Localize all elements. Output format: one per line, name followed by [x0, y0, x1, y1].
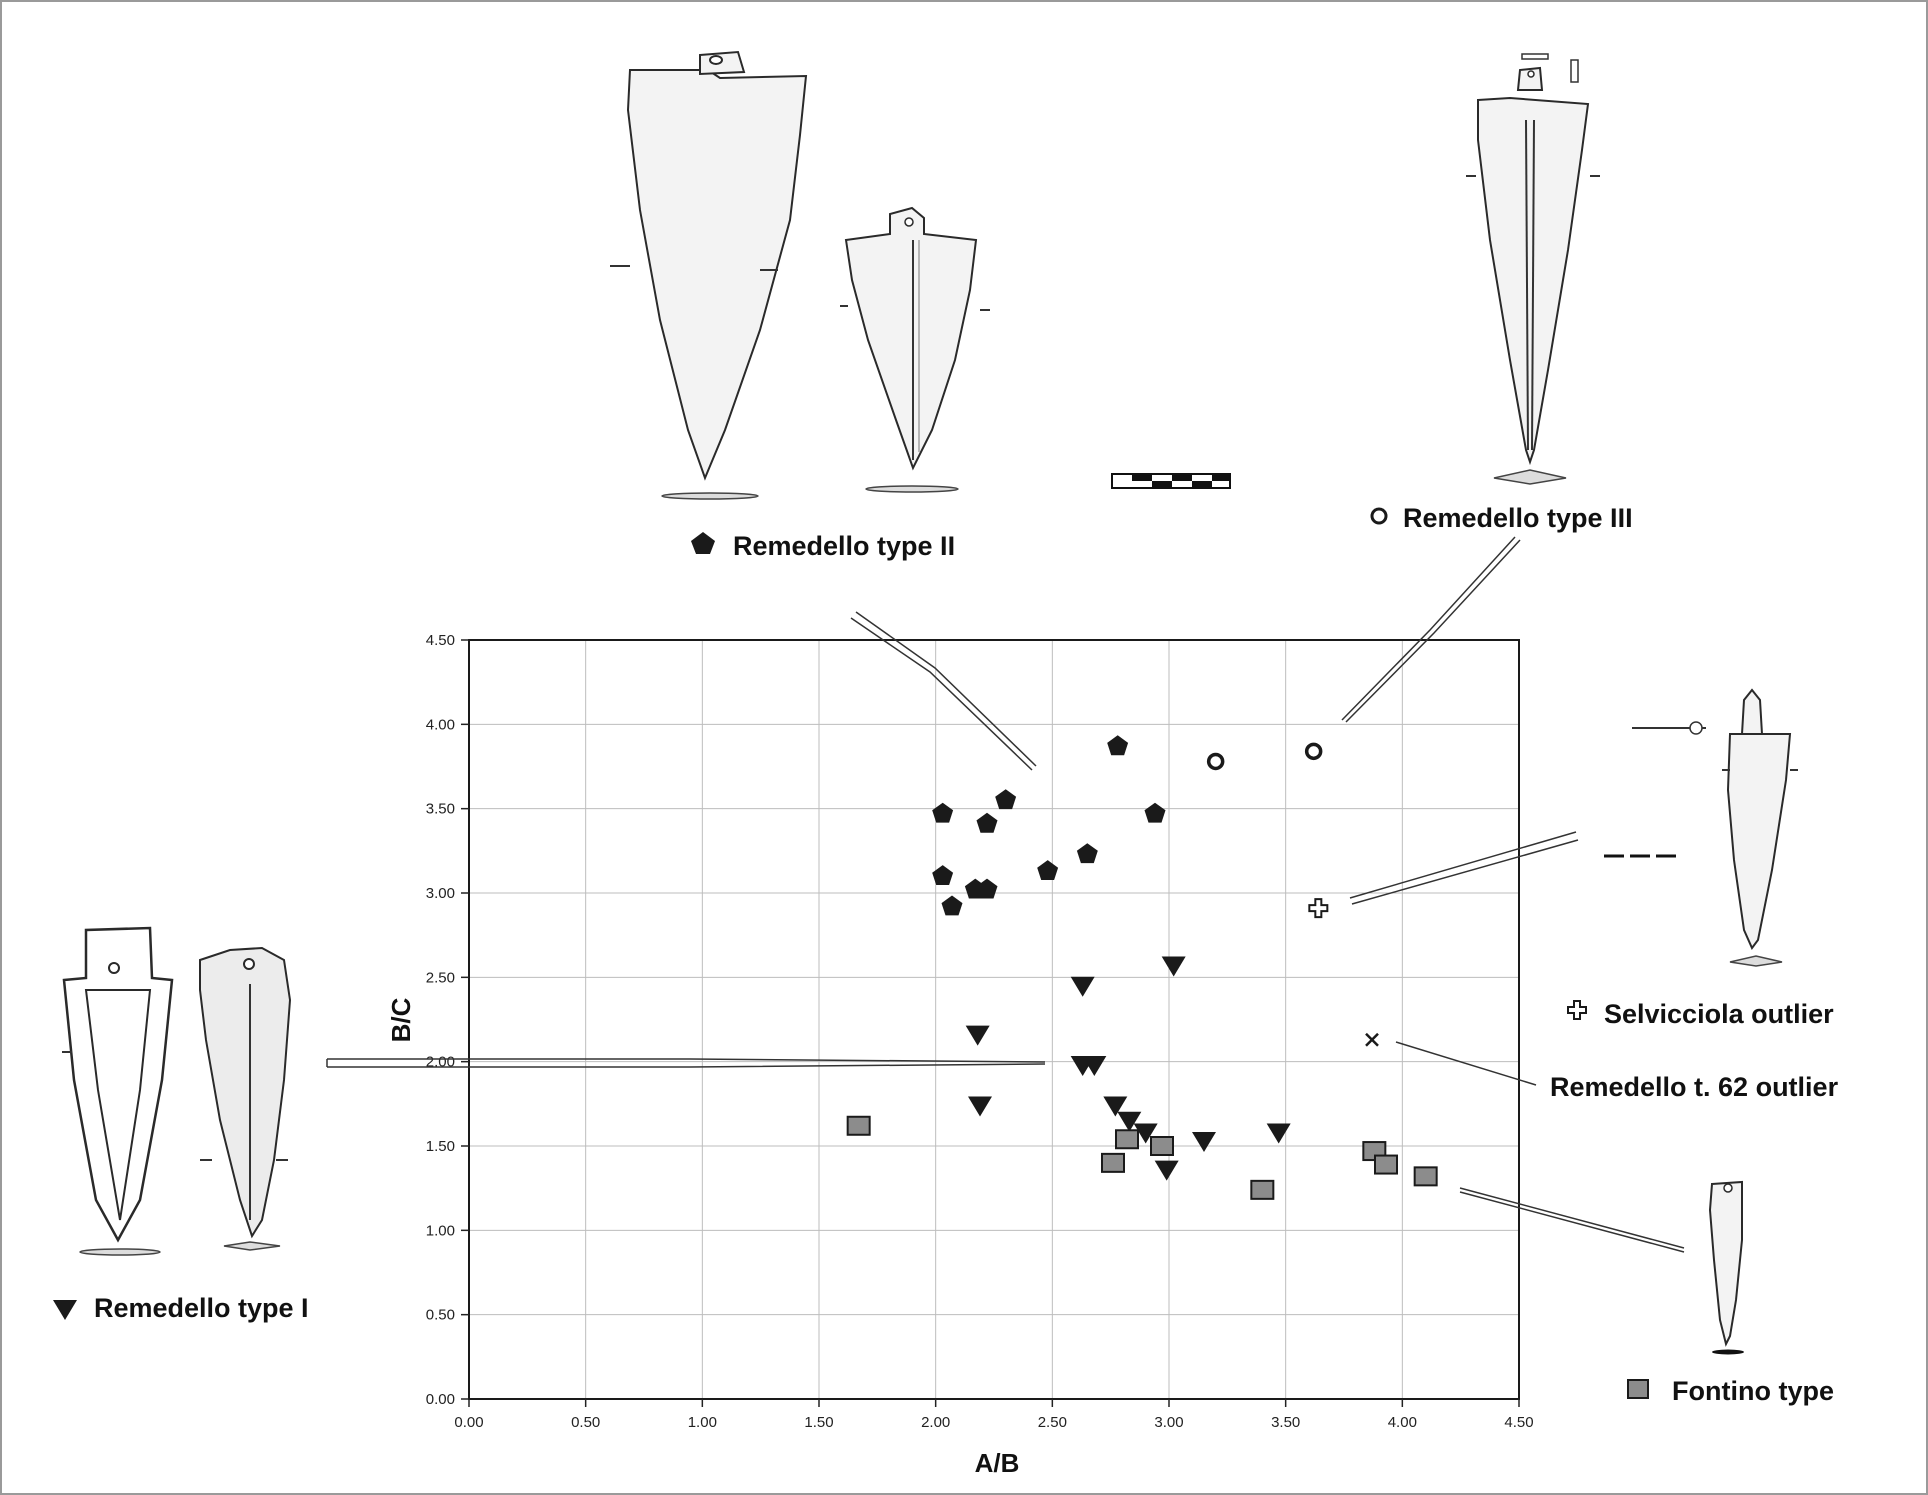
plus-marker-icon	[1567, 1000, 1587, 1020]
x-axis-label: A/B	[975, 1448, 1020, 1478]
legend-type-iii-label: Remedello type III	[1403, 503, 1633, 533]
data-point-remedello-type-ii	[941, 895, 963, 916]
y-tick-label: 2.00	[426, 1054, 455, 1071]
y-tick-label: 0.00	[426, 1391, 455, 1408]
x-tick-label: 2.00	[921, 1414, 950, 1431]
data-point-remedello-type-ii	[976, 878, 998, 899]
y-tick-label: 2.50	[426, 969, 455, 986]
data-point-remedello-type-i	[1266, 1123, 1291, 1144]
dagger-selvicciola-illustration	[1604, 688, 1798, 967]
data-point-remedello-type-i	[1192, 1131, 1216, 1152]
x-tick-label: 2.50	[1038, 1414, 1067, 1431]
dagger-type-i-textured-illustration	[199, 946, 292, 1251]
data-point-remedello-type-i	[1070, 976, 1095, 997]
data-point-remedello-type-i	[968, 1096, 992, 1117]
data-point-remedello-type-ii	[1144, 802, 1166, 823]
data-point-remedello-type-ii	[995, 789, 1017, 810]
y-tick-label: 0.50	[426, 1307, 455, 1324]
plot-area-frame	[468, 639, 1520, 1400]
legend-type-i-label: Remedello type I	[94, 1293, 309, 1323]
data-point-remedello-type-i	[965, 1025, 990, 1046]
data-point-remedello-type-ii	[1037, 860, 1059, 880]
legend-selvicciola: Selvicciola outlier	[1567, 999, 1834, 1029]
data-point-remedello-type-ii	[1107, 735, 1129, 756]
legend-fontino: Fontino type	[1627, 1376, 1834, 1406]
data-point-remedello-t-62-outlier	[1365, 1032, 1379, 1047]
data-point-remedello-type-i	[1103, 1096, 1128, 1117]
y-tick-label: 4.00	[426, 716, 455, 733]
x-tick-label: 4.50	[1504, 1414, 1533, 1431]
data-point-remedello-type-ii	[932, 802, 954, 823]
scale-bar	[1111, 473, 1231, 489]
legend-t62: Remedello t. 62 outlier	[1550, 1072, 1839, 1102]
data-point-fontino-type	[1115, 1129, 1139, 1150]
data-point-remedello-type-ii	[932, 865, 954, 885]
y-tick-label: 1.50	[426, 1138, 455, 1155]
legend-t62-label: Remedello t. 62 outlier	[1550, 1072, 1839, 1102]
x-tick-label: 3.50	[1271, 1414, 1300, 1431]
x-tick-label: 1.00	[688, 1414, 717, 1431]
data-point-fontino-type	[1413, 1166, 1438, 1187]
data-point-remedello-type-i	[1154, 1160, 1179, 1181]
legend-type-i: Remedello type I	[53, 1293, 309, 1323]
y-axis-label: B/C	[386, 997, 416, 1042]
x-tick-label: 1.50	[804, 1414, 833, 1431]
data-point-remedello-type-iii	[1206, 752, 1225, 771]
pentagon-marker-icon	[691, 532, 715, 554]
x-axis-ticks: 0.00 0.50 1.00 1.50 2.00 2.50 3.00 3.50 4.00 4.50	[454, 1399, 1534, 1431]
data-point-remedello-type-i	[1161, 956, 1186, 977]
legend-type-ii-label: Remedello type II	[733, 531, 955, 561]
y-axis-ticks: 0.00 0.50 1.00 1.50 2.00 2.50 3.00 3.50 4.00 4.50	[426, 632, 469, 1408]
triangle-down-marker-icon	[53, 1300, 77, 1320]
legend-fontino-label: Fontino type	[1672, 1376, 1834, 1406]
leader-lines	[326, 536, 1685, 1253]
y-tick-label: 3.50	[426, 801, 455, 818]
square-marker-icon	[1627, 1379, 1649, 1399]
dagger-type-ii-large-illustration	[610, 50, 808, 500]
data-point-selvicciola-outlier	[1308, 898, 1329, 919]
x-tick-label: 0.00	[454, 1414, 483, 1431]
data-point-fontino-type	[846, 1115, 871, 1136]
data-markers	[846, 735, 1438, 1200]
dagger-type-ii-small-illustration	[840, 206, 990, 493]
data-point-fontino-type	[1374, 1154, 1398, 1175]
y-tick-label: 3.00	[426, 885, 455, 902]
data-point-remedello-type-iii	[1304, 742, 1323, 761]
x-tick-label: 4.00	[1388, 1414, 1417, 1431]
legend-selvicciola-label: Selvicciola outlier	[1604, 999, 1834, 1029]
y-tick-label: 1.00	[426, 1222, 455, 1239]
x-tick-label: 3.00	[1154, 1414, 1183, 1431]
circle-marker-icon	[1370, 507, 1388, 525]
legend-type-iii: Remedello type III	[1370, 503, 1633, 533]
data-point-fontino-type	[1150, 1136, 1174, 1156]
data-point-remedello-type-ii	[976, 812, 998, 833]
data-point-remedello-type-i	[1117, 1111, 1142, 1132]
dagger-fontino-illustration	[1708, 1180, 1744, 1355]
data-point-remedello-type-i	[1082, 1056, 1107, 1077]
data-point-fontino-type	[1250, 1179, 1275, 1200]
y-tick-label: 4.50	[426, 632, 455, 649]
data-point-remedello-type-i	[1133, 1123, 1158, 1144]
x-tick-label: 0.50	[571, 1414, 600, 1431]
data-point-remedello-type-ii	[1076, 843, 1098, 864]
data-point-fontino-type	[1101, 1152, 1125, 1173]
legend-type-ii: Remedello type II	[691, 531, 955, 561]
dagger-type-i-outline-illustration	[62, 926, 174, 1256]
dagger-type-iii-illustration	[1466, 53, 1600, 485]
